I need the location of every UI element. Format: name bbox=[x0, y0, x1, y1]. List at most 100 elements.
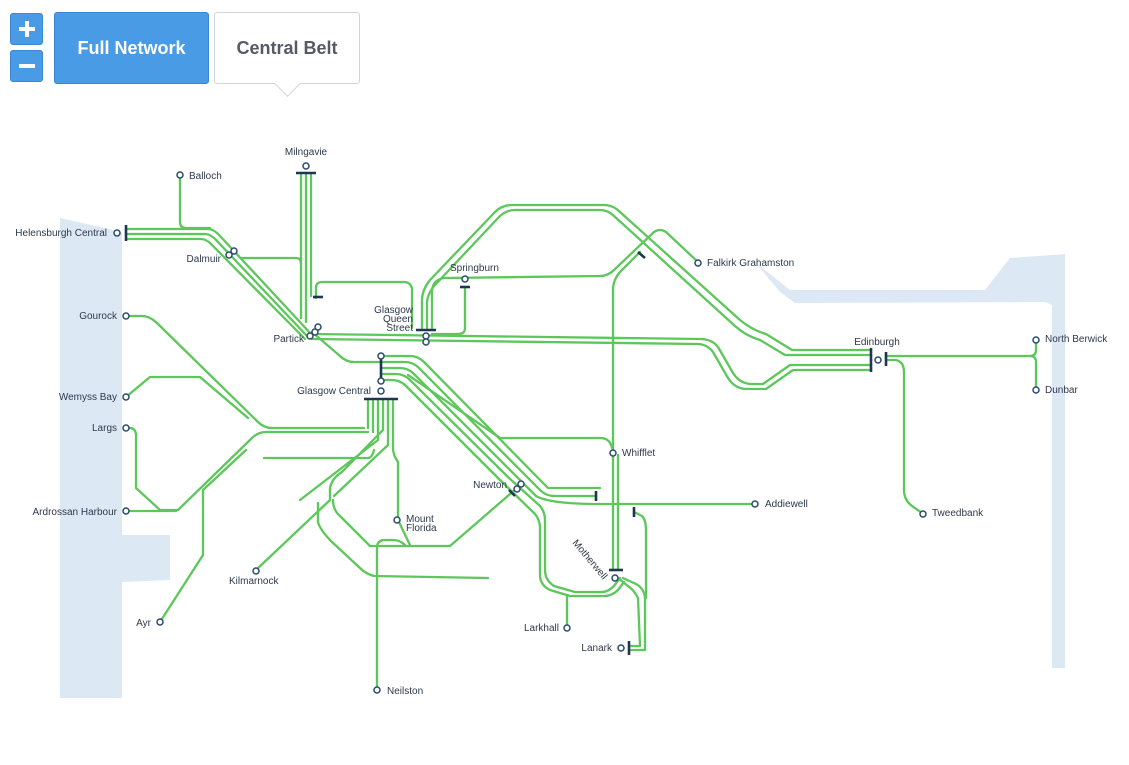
station-glasgow-central[interactable] bbox=[377, 387, 385, 395]
station-dalmuir-a[interactable] bbox=[225, 251, 233, 259]
zoom-in-button[interactable] bbox=[10, 13, 43, 45]
station-springburn[interactable] bbox=[461, 275, 469, 283]
label-gourock: Gourock bbox=[79, 311, 118, 322]
line-central-loop bbox=[316, 501, 490, 580]
line-largs bbox=[124, 426, 370, 512]
station-north-berwick[interactable] bbox=[1032, 336, 1040, 344]
label-neilston: Neilston bbox=[387, 686, 423, 697]
station-dunbar[interactable] bbox=[1032, 386, 1040, 394]
line-motherwell-lanark bbox=[616, 576, 642, 648]
station-central-low[interactable] bbox=[377, 352, 385, 360]
label-addiewell: Addiewell bbox=[765, 499, 808, 510]
station-mount-florida[interactable] bbox=[393, 516, 401, 524]
station-markers[interactable] bbox=[113, 162, 1040, 694]
line-dalmuir-loop bbox=[239, 256, 303, 266]
station-dalmuir-b[interactable] bbox=[230, 247, 238, 255]
line-dunbar bbox=[1028, 354, 1038, 391]
line-partick-central bbox=[310, 330, 384, 364]
terminus-newton bbox=[508, 489, 516, 497]
line-central-east-a bbox=[380, 354, 602, 490]
route-lines bbox=[124, 171, 1038, 692]
line-gourock bbox=[124, 314, 366, 430]
station-newton-a[interactable] bbox=[513, 485, 521, 493]
line-helensburgh-b bbox=[124, 232, 310, 339]
label-milngavie: Milngavie bbox=[285, 147, 328, 158]
label-mount-florida-1: Mount bbox=[406, 514, 434, 525]
label-north-berwick: North Berwick bbox=[1045, 334, 1108, 345]
label-helensburgh: Helensburgh Central bbox=[15, 228, 107, 239]
label-ayr: Ayr bbox=[136, 618, 151, 629]
line-east-a bbox=[310, 332, 872, 386]
label-dalmuir: Dalmuir bbox=[187, 254, 222, 265]
terminus-falkirk-spur bbox=[637, 251, 646, 259]
station-larkhall[interactable] bbox=[563, 624, 571, 632]
label-largs: Largs bbox=[92, 423, 117, 434]
station-labels: Milngavie Balloch Helensburgh Central Da… bbox=[15, 147, 1108, 697]
station-whifflet[interactable] bbox=[609, 449, 617, 457]
line-addiewell-spur bbox=[632, 510, 648, 600]
line-central-east-d bbox=[380, 372, 622, 594]
line-wemyss bbox=[124, 375, 250, 420]
water-areas bbox=[60, 218, 1065, 698]
firth-of-forth bbox=[755, 254, 1065, 668]
label-tweedbank: Tweedbank bbox=[932, 508, 984, 519]
line-qs-edinburgh bbox=[420, 203, 872, 352]
station-balloch[interactable] bbox=[176, 171, 184, 179]
line-central-east-c bbox=[380, 366, 757, 506]
station-central-b[interactable] bbox=[377, 377, 385, 385]
line-kilmarnock bbox=[254, 398, 385, 572]
line-whifflet bbox=[611, 250, 642, 457]
label-balloch: Balloch bbox=[189, 171, 222, 182]
line-central-east-b bbox=[380, 360, 556, 498]
minus-icon bbox=[18, 64, 35, 68]
tab-central-belt[interactable]: Central Belt bbox=[214, 12, 360, 97]
line-qs-partick-loop bbox=[314, 280, 414, 330]
station-motherwell[interactable] bbox=[611, 574, 619, 582]
line-cathcart bbox=[391, 398, 412, 547]
label-partick: Partick bbox=[273, 334, 305, 345]
station-edinburgh[interactable] bbox=[874, 356, 882, 364]
label-falkirk: Falkirk Grahamston bbox=[707, 258, 794, 269]
station-milngavie[interactable] bbox=[302, 162, 310, 170]
station-ayr[interactable] bbox=[156, 618, 164, 626]
label-kilmarnock: Kilmarnock bbox=[229, 576, 279, 587]
station-helensburgh[interactable] bbox=[113, 229, 121, 237]
line-edinburgh-east bbox=[884, 338, 1038, 358]
line-paisley-spur bbox=[262, 448, 376, 460]
station-neilston[interactable] bbox=[373, 686, 381, 694]
label-larkhall: Larkhall bbox=[524, 623, 559, 634]
line-helensburgh-a bbox=[124, 227, 314, 337]
tab-full-network[interactable]: Full Network bbox=[54, 12, 209, 84]
label-ardrossan: Ardrossan Harbour bbox=[33, 507, 118, 518]
label-glasgow-central: Glasgow Central bbox=[297, 386, 371, 397]
line-neilston bbox=[375, 538, 407, 692]
station-partick-a[interactable] bbox=[306, 332, 314, 340]
station-queen-street-b[interactable] bbox=[422, 338, 430, 346]
label-lanark: Lanark bbox=[581, 643, 613, 654]
station-lanark[interactable] bbox=[617, 644, 625, 652]
station-wemyss-bay[interactable] bbox=[122, 393, 130, 401]
label-dunbar: Dunbar bbox=[1045, 385, 1078, 396]
station-ardrossan[interactable] bbox=[122, 507, 130, 515]
station-largs[interactable] bbox=[122, 424, 130, 432]
station-newton-b[interactable] bbox=[517, 480, 525, 488]
station-tweedbank[interactable] bbox=[919, 510, 927, 518]
label-wemyss-bay: Wemyss Bay bbox=[59, 392, 117, 403]
line-springburn bbox=[430, 228, 700, 330]
label-edinburgh: Edinburgh bbox=[854, 337, 900, 348]
station-kilmarnock[interactable] bbox=[252, 567, 260, 575]
station-gourock[interactable] bbox=[122, 312, 130, 320]
station-queen-street-a[interactable] bbox=[422, 332, 430, 340]
station-addiewell[interactable] bbox=[751, 500, 759, 508]
plus-icon bbox=[18, 21, 35, 37]
station-partick-c[interactable] bbox=[314, 323, 322, 331]
station-falkirk[interactable] bbox=[694, 259, 702, 267]
zoom-out-button[interactable] bbox=[10, 50, 43, 82]
line-central-c bbox=[298, 398, 380, 502]
firth-of-clyde bbox=[60, 218, 170, 698]
line-qs-edinburgh-b bbox=[425, 208, 872, 357]
tab-central-belt-label: Central Belt bbox=[236, 37, 338, 58]
label-whifflet: Whifflet bbox=[622, 448, 655, 459]
label-springburn: Springburn bbox=[450, 263, 499, 274]
